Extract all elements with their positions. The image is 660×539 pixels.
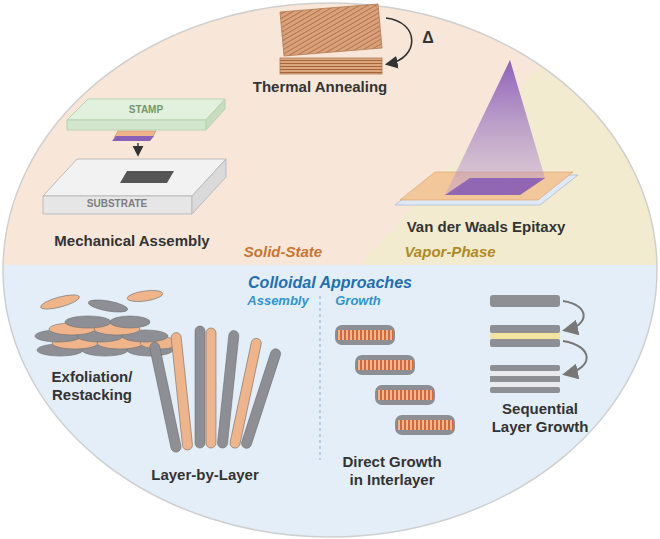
region-label: Solid-State	[244, 243, 322, 261]
substrate-slab: SUBSTRATE	[42, 158, 227, 218]
layer-by-layer-figure	[206, 328, 216, 448]
vdw-epitaxy-figure	[395, 60, 578, 205]
sequential-growth-figure	[490, 382, 560, 387]
mechanical-assembly-figure	[137, 143, 138, 154]
direct-growth-figure	[337, 330, 393, 340]
vdw-epitaxy-figure	[445, 60, 545, 195]
divider-line	[319, 296, 320, 460]
direct-growth-figure	[357, 360, 413, 370]
sequential-growth-figure	[490, 339, 560, 347]
direct-growth-figure	[355, 355, 415, 375]
layer-by-layer-figure	[171, 332, 193, 450]
exfoliation-figure	[39, 292, 80, 312]
direct-growth-figure	[377, 390, 433, 400]
exfoliation-figure	[65, 316, 111, 328]
solid-state-ground	[0, 0, 660, 265]
method-label: Layer-by-Layer	[151, 466, 259, 484]
stamp-slab: STAMP	[66, 98, 226, 132]
subgroup-label: Growth	[335, 293, 381, 309]
sequential-growth-figure	[490, 295, 587, 393]
substrate-label: SUBSTRATE	[87, 198, 147, 210]
mechanical-assembly-figure	[112, 136, 154, 141]
exfoliation-figure	[87, 298, 128, 315]
thermal-annealing-figure	[386, 18, 412, 64]
sequential-growth-figure	[490, 325, 560, 333]
sequential-growth-figure	[490, 371, 560, 376]
thermal-annealing-figure	[280, 58, 382, 74]
thermal-annealing-figure	[280, 4, 412, 74]
sequential-growth-figure	[490, 295, 560, 307]
direct-growth-figure	[335, 325, 455, 435]
outer-ellipse	[3, 3, 657, 537]
sequential-growth-figure	[563, 341, 587, 374]
direct-growth-figure	[335, 325, 395, 345]
method-label: Thermal Annealing	[253, 78, 387, 96]
thermal-annealing-figure	[280, 4, 382, 56]
method-label: Mechanical Assembly	[54, 232, 209, 250]
region-label: Colloidal Approaches	[248, 273, 412, 292]
vapor-phase-ground	[360, 0, 660, 265]
stamp-label: STAMP	[129, 104, 163, 116]
layer-by-layer-figure	[149, 326, 282, 453]
method-label: Van der Waals Epitaxy	[407, 218, 566, 236]
exfoliation-figure	[126, 289, 163, 304]
sequential-growth-figure	[490, 387, 560, 393]
method-label: Exfoliation/ Restacking	[37, 368, 147, 404]
sequential-growth-figure	[490, 333, 560, 339]
exfoliation-figure	[110, 316, 150, 328]
method-label: Sequential Layer Growth	[490, 400, 590, 436]
sequential-growth-figure	[490, 365, 560, 371]
subgroup-label: Assembly	[247, 293, 308, 309]
region-label: Vapor-Phase	[404, 243, 495, 261]
direct-growth-figure	[397, 420, 453, 430]
method-label: Direct Growth in Interlayer	[338, 453, 446, 489]
layer-by-layer-figure	[240, 348, 282, 450]
mechanical-assembly-figure	[112, 131, 156, 154]
sequential-growth-figure	[563, 301, 584, 330]
direct-growth-figure	[395, 415, 455, 435]
sequential-growth-figure	[490, 376, 560, 382]
solid-state-region: Solid-State STAMP SUBSTRATE	[0, 0, 400, 265]
layer-by-layer-figure	[195, 326, 205, 448]
direct-growth-figure	[375, 385, 435, 405]
heat-symbol: Δ	[422, 28, 434, 47]
